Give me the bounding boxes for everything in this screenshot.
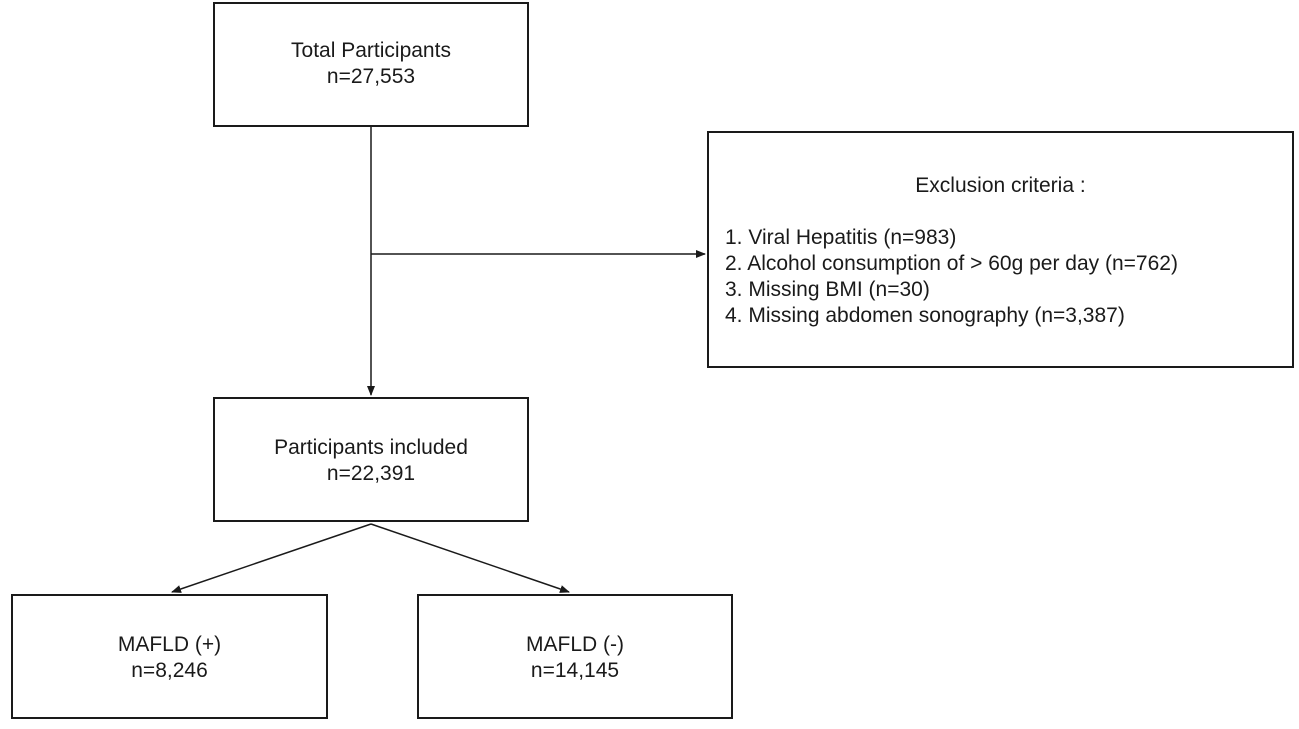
exclusion-item: 2. Alcohol consumption of > 60g per day … (725, 252, 1178, 275)
exclusion-item: 4. Missing abdomen sonography (n=3,387) (725, 304, 1125, 327)
mafld-positive-label: MAFLD (+) (117, 633, 222, 656)
exclusion-criteria-title: Exclusion criteria : (915, 174, 1086, 197)
total-participants-label: Total Participants (291, 39, 451, 62)
exclusion-criteria-box: Exclusion criteria : 1. Viral Hepatitis … (707, 131, 1294, 368)
participants-included-box: Participants included n=22,391 (213, 397, 529, 522)
total-participants-count: n=27,553 (326, 65, 416, 88)
mafld-negative-box: MAFLD (-) n=14,145 (417, 594, 733, 719)
mafld-positive-count: n=8,246 (131, 659, 208, 682)
participants-included-count: n=22,391 (326, 462, 416, 485)
arrow-included-to-mafld-negative (370, 523, 570, 593)
exclusion-item: 3. Missing BMI (n=30) (725, 278, 930, 301)
total-participants-box: Total Participants n=27,553 (213, 2, 529, 127)
exclusion-item: 1. Viral Hepatitis (n=983) (725, 226, 957, 249)
participants-included-label: Participants included (274, 436, 468, 459)
arrow-included-to-mafld-positive (171, 523, 372, 593)
mafld-negative-count: n=14,145 (530, 659, 620, 682)
exclusion-criteria-list: 1. Viral Hepatitis (n=983) 2. Alcohol co… (725, 225, 1178, 329)
mafld-positive-box: MAFLD (+) n=8,246 (11, 594, 328, 719)
mafld-negative-label: MAFLD (-) (526, 633, 624, 656)
